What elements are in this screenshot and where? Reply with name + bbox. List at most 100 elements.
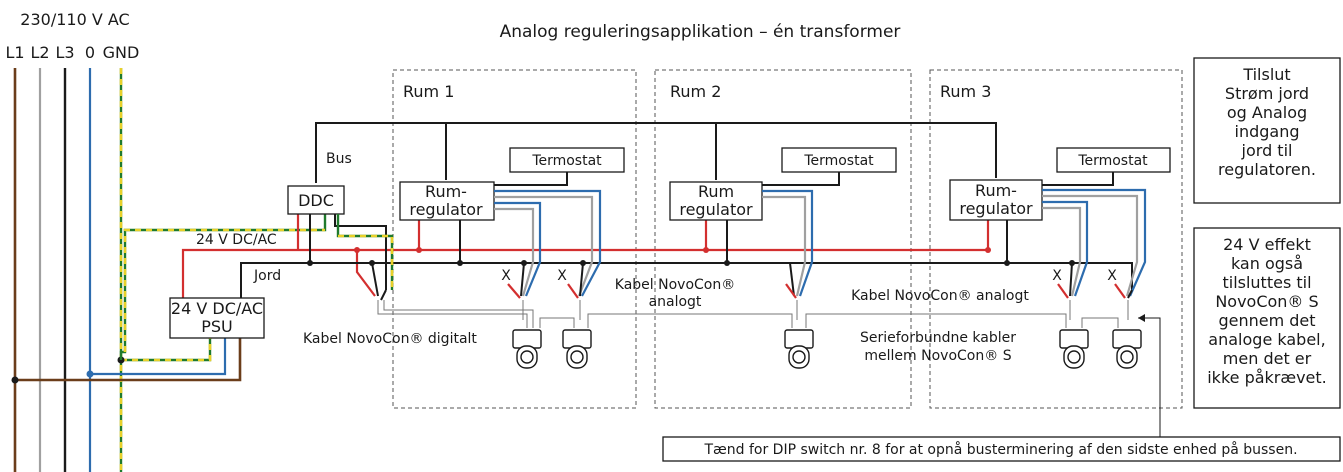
bus-label: Bus (326, 151, 352, 167)
phase-gnd: GND (103, 43, 140, 62)
phase-0: 0 (85, 43, 95, 62)
series-cable-label-2: mellem NovoCon® S (864, 348, 1011, 364)
wire (567, 283, 579, 299)
ddc-box (287, 185, 345, 215)
wire (785, 283, 797, 299)
diagram-title: Analog reguleringsapplikation – én trans… (500, 22, 901, 42)
psu-feeds (11, 338, 242, 384)
wire (1127, 289, 1133, 299)
wire (1114, 283, 1126, 299)
room-1-regulator (399, 181, 495, 221)
note-line: indgang (1235, 122, 1300, 141)
wire (1042, 188, 1147, 297)
wire (1042, 200, 1089, 297)
novocon-actuator (1112, 329, 1142, 369)
junction (1004, 260, 1010, 266)
ground-to-ddc-stripe (123, 228, 325, 352)
room-3-label: Rum 3 (940, 82, 991, 101)
room-2-regulator-line2: regulator (679, 200, 753, 219)
psu-feed-blue (90, 338, 227, 376)
novocon-actuator (784, 329, 814, 369)
analog-cable-label-1: Kabel NovoCon® (615, 277, 735, 293)
room-2-thermostat (781, 147, 897, 173)
junction (307, 260, 313, 266)
note-dip-box (662, 436, 1341, 462)
room-1-thermostat (509, 147, 625, 173)
junction (724, 260, 730, 266)
ddc-bus-wire (334, 214, 387, 290)
note-line: men det er (1223, 349, 1312, 368)
room-2-analog-wires (762, 189, 814, 299)
wire (579, 262, 584, 297)
dip-arrow-head (1138, 314, 1145, 322)
room-3-thermostat-label: Termostat (1077, 153, 1148, 169)
digital-cable-label: Kabel NovoCon® digitalt (303, 331, 477, 347)
wire (789, 262, 795, 297)
junction (416, 247, 422, 253)
room-3-regulator (949, 179, 1043, 221)
psu-label-1: 24 V DC/AC (171, 299, 263, 318)
power-24v-label: 24 V DC/AC (196, 232, 277, 248)
actuator-cable (377, 300, 1129, 328)
note-line: analoge kabel, (1208, 330, 1325, 349)
room-2-regulator (669, 181, 763, 221)
room-1-label: Rum 1 (403, 82, 454, 101)
room-3-analog-wires (1042, 188, 1147, 299)
room-2-thermostat-link (762, 172, 840, 186)
dip-arrow-line (1138, 317, 1161, 437)
power-24v-line (181, 220, 990, 298)
note-power-text: 24 V effekt kan også tilsluttes til Novo… (1207, 235, 1327, 387)
wire (494, 189, 602, 297)
psu-box (169, 297, 265, 339)
wire (494, 201, 542, 297)
room-1-box (392, 69, 637, 409)
junction (985, 247, 991, 253)
note-line: tilsluttes til (1222, 273, 1311, 292)
bus-line (315, 122, 997, 183)
cable-segment (539, 317, 575, 328)
wire (1069, 262, 1073, 297)
analog-cable-label-2: analogt (649, 294, 702, 310)
digital-jord-wire (371, 262, 379, 297)
room-1-thermostat-label: Termostat (531, 153, 602, 169)
series-cable-label-1: Serieforbundne kabler (860, 330, 1016, 346)
power-to-digital (355, 250, 376, 297)
note-dip-text: Tænd for DIP switch nr. 8 for at opnå bu… (703, 441, 1297, 458)
cable-segment (805, 313, 1067, 328)
x-mark: X (1107, 268, 1117, 284)
jord-junctions (307, 260, 1075, 266)
wire (1042, 206, 1082, 297)
room-1-thermostat-link (494, 172, 568, 186)
junction (703, 247, 709, 253)
wire (762, 195, 807, 297)
cable-segment (383, 300, 534, 328)
note-line: gennem det (1218, 311, 1315, 330)
note-line: jord til (1241, 141, 1293, 160)
note-line: NovoCon® S (1215, 292, 1318, 311)
wire (494, 207, 535, 297)
supply-voltage: 230/110 V AC (20, 10, 129, 29)
junction (457, 260, 463, 266)
x-mark: X (557, 268, 567, 284)
room-3-regulator-line1: Rum- (975, 181, 1017, 200)
note-ground-text: Tilslut Strøm jord og Analog indgang jor… (1218, 65, 1316, 179)
room-1-analog-wires (494, 189, 602, 299)
ddc-ground-wire-stripe (338, 234, 394, 290)
room-2-label: Rum 2 (670, 82, 721, 101)
room-3-regulator-line2: regulator (959, 199, 1033, 218)
x-mark: X (1052, 268, 1062, 284)
room-2-box (654, 69, 912, 409)
wire (1057, 283, 1069, 299)
room-2-regulator-line1: Rum (698, 182, 734, 201)
cable-segment (1081, 317, 1119, 328)
supply-lines (13, 68, 123, 472)
analog-cable-label-right: Kabel NovoCon® analogt (851, 288, 1029, 304)
psu-feed-ground (121, 338, 212, 362)
phase-l3: L3 (55, 43, 74, 62)
wire (507, 283, 521, 299)
note-line: Strøm jord (1225, 84, 1309, 103)
room-3-thermostat-link (1042, 172, 1114, 186)
novocon-actuator (562, 329, 592, 369)
phase-l2: L2 (30, 43, 49, 62)
wire (494, 195, 594, 297)
